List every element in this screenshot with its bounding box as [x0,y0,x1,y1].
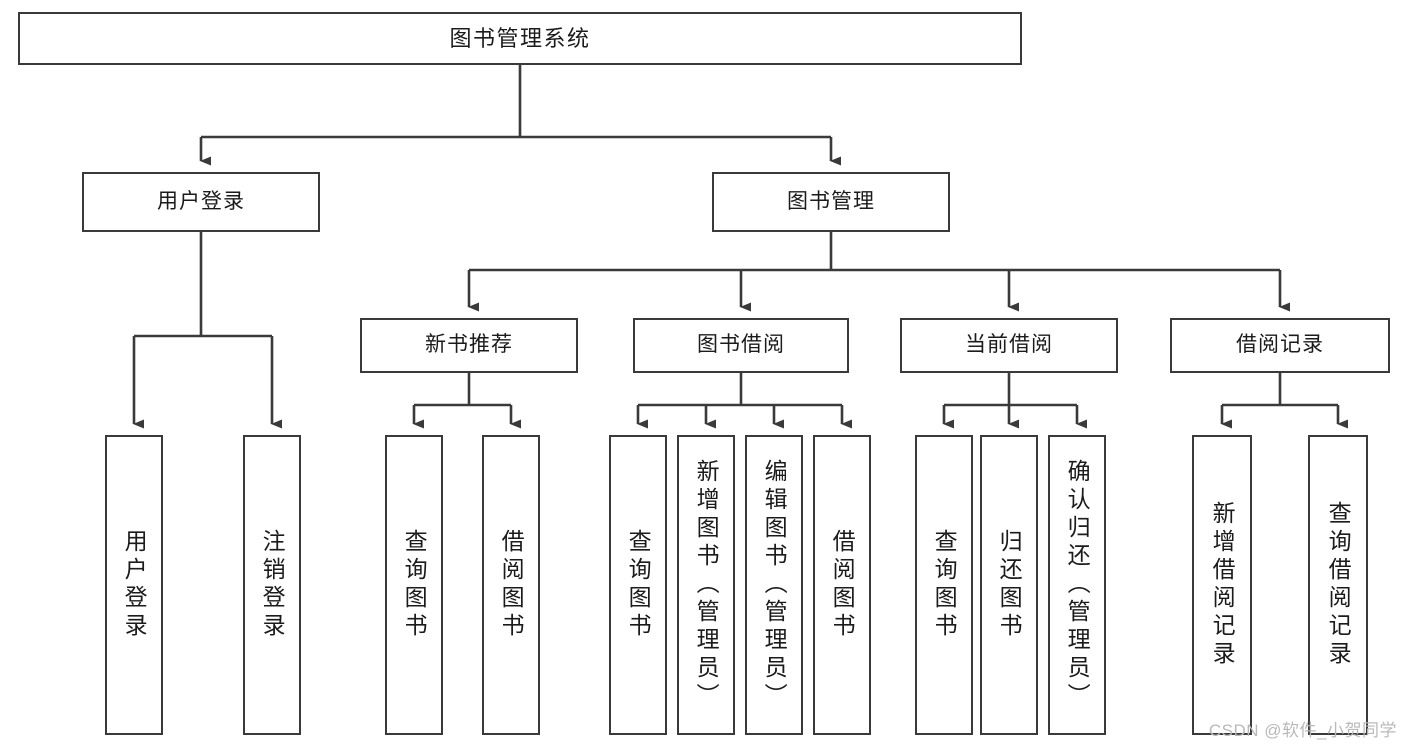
node-label: 图书管理 [787,189,875,213]
node-label: 归还图书 [996,529,1023,641]
node-bo-add[interactable]: 新增图书（管理员） [677,435,735,735]
node-label: 图书借阅 [697,333,785,357]
node-borrow[interactable]: 图书借阅 [633,318,849,373]
node-re-add[interactable]: 新增借阅记录 [1192,435,1252,735]
node-label: 新书推荐 [425,333,513,357]
node-label: 当前借阅 [965,333,1053,357]
node-label: 确认归还（管理员） [1064,459,1091,711]
node-bookmgmt[interactable]: 图书管理 [712,172,950,232]
node-label: 查询图书 [625,529,652,641]
node-nb-borrow[interactable]: 借阅图书 [482,435,540,735]
node-cu-return[interactable]: 归还图书 [980,435,1038,735]
node-label: 新增借阅记录 [1209,501,1236,669]
node-bo-edit[interactable]: 编辑图书（管理员） [745,435,803,735]
node-label: 查询图书 [931,529,958,641]
node-label: 新增图书（管理员） [693,459,720,711]
node-label: 借阅记录 [1236,333,1324,357]
node-label: 图书管理系统 [449,25,591,51]
node-bo-borrow[interactable]: 借阅图书 [813,435,871,735]
node-label: 查询借阅记录 [1325,501,1352,669]
node-label: 查询图书 [401,529,428,641]
node-label: 注销登录 [259,529,286,641]
node-cu-confirm[interactable]: 确认归还（管理员） [1048,435,1106,735]
watermark: CSDN @软件_小贺同学 [1208,721,1397,740]
node-label: 用户登录 [157,189,245,213]
node-label: 借阅图书 [498,529,525,641]
node-root[interactable]: 图书管理系统 [18,12,1022,65]
node-label: 借阅图书 [829,529,856,641]
node-label: 编辑图书（管理员） [761,459,788,711]
node-records[interactable]: 借阅记录 [1170,318,1390,373]
node-userlogout[interactable]: 注销登录 [243,435,301,735]
node-userlogin[interactable]: 用户登录 [105,435,163,735]
node-bo-query[interactable]: 查询图书 [609,435,667,735]
node-label: 用户登录 [121,529,148,641]
node-cu-query[interactable]: 查询图书 [915,435,973,735]
node-current[interactable]: 当前借阅 [900,318,1118,373]
node-nb-query[interactable]: 查询图书 [385,435,443,735]
node-re-query[interactable]: 查询借阅记录 [1308,435,1368,735]
node-login[interactable]: 用户登录 [82,172,320,232]
node-newbook[interactable]: 新书推荐 [360,318,578,373]
